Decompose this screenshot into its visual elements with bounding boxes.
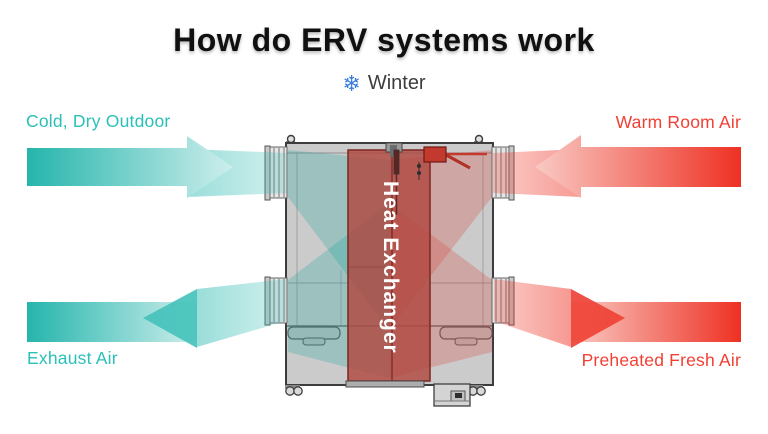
arrowhead-fresh-supply <box>571 289 625 348</box>
damper-actuator <box>417 146 487 180</box>
access-doors <box>287 325 493 346</box>
stream-fresh-supply <box>494 279 571 347</box>
arrow-fresh-supply <box>571 289 741 348</box>
season-label: Winter <box>367 72 426 94</box>
label-exhaust-air: Exhaust Air <box>27 348 118 368</box>
stream-exhaust <box>197 279 286 347</box>
heat-exchanger-band <box>345 149 431 388</box>
page-title: How do ERV systems work <box>173 22 595 58</box>
label-warm-room-air: Warm Room Air <box>615 112 741 132</box>
band-pedestal <box>345 380 425 388</box>
flow-arrows <box>27 135 741 348</box>
season-indicator: ❄ Winter <box>0 72 768 95</box>
arrow-cold-intake <box>27 136 233 198</box>
snowflake-icon: ❄ <box>342 70 361 96</box>
control-box <box>433 383 471 407</box>
heat-exchanger-label: Heat Exchanger <box>379 180 402 354</box>
arrowhead-exhaust <box>143 289 197 348</box>
arrow-warm-return <box>535 135 741 198</box>
arrow-exhaust <box>27 289 197 348</box>
label-cold-dry-outdoor: Cold, Dry Outdoor <box>26 111 171 131</box>
label-preheated-fresh-air: Preheated Fresh Air <box>581 350 741 370</box>
caster-wheels-icon <box>285 385 486 396</box>
exchanger-mount <box>385 142 403 215</box>
erv-unit <box>264 134 515 407</box>
